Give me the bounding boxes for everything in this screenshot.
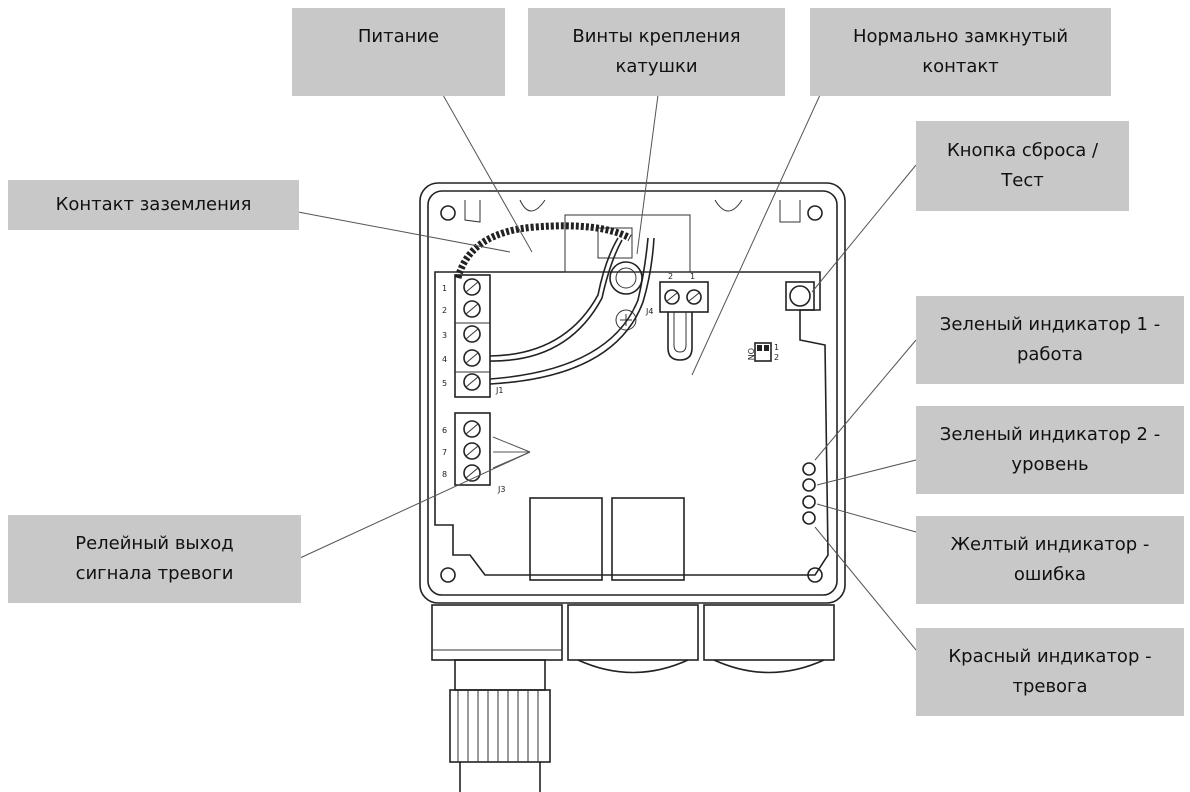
j1-pin-1: 1 — [442, 284, 447, 293]
j3-pin-7: 7 — [442, 448, 447, 457]
callout-red-led: Красный индикатор - тревога — [916, 628, 1184, 716]
j3-pin-8: 8 — [442, 470, 447, 479]
j4-screw-1 — [686, 289, 702, 305]
leader-red — [814, 526, 917, 651]
j1-screw-3 — [463, 325, 481, 343]
dip-switch: ON 1 2 — [746, 342, 779, 362]
cable-glands — [431, 604, 835, 792]
j1-pin-4: 4 — [442, 355, 447, 364]
circuit-board — [434, 214, 829, 576]
leader-yellow — [816, 503, 917, 533]
led-column — [802, 462, 816, 525]
callout-relay-alarm-output: Релейный выход сигнала тревоги — [8, 515, 301, 603]
led-green-1 — [802, 462, 816, 476]
terminal-block-j4: 2 1 J4 — [645, 272, 709, 361]
j3-screw-8 — [463, 464, 481, 482]
leader-reset — [811, 164, 917, 293]
j3-screw-6 — [463, 420, 481, 438]
leader-nc-contact — [691, 94, 821, 376]
led-green-2 — [802, 478, 816, 492]
j1-label: J1 — [495, 386, 503, 395]
j1-screw-5 — [463, 373, 481, 391]
j1-pin-3: 3 — [442, 331, 447, 340]
led-red — [802, 511, 816, 525]
reset-button-shape — [785, 281, 815, 311]
leader-coil-screws — [636, 94, 659, 255]
j4-label: J4 — [645, 307, 653, 316]
j4-pin-2: 2 — [668, 272, 673, 281]
led-yellow — [802, 495, 816, 509]
enclosure — [419, 182, 846, 604]
leader-lines — [297, 94, 917, 651]
dip-switch-pin-2: 2 — [774, 353, 779, 362]
terminal-block-j3: 6 7 8 J3 — [442, 412, 505, 494]
terminal-block-j1: 1 2 3 4 5 J1 — [442, 274, 503, 398]
j1-pin-5: 5 — [442, 379, 447, 388]
callout-power: Питание — [292, 8, 505, 96]
j4-pin-1: 1 — [690, 272, 695, 281]
j1-screw-2 — [463, 300, 481, 318]
j1-pin-2: 2 — [442, 306, 447, 315]
callout-nc-contact: Нормально замкнутый контакт — [810, 8, 1111, 96]
wires — [454, 222, 655, 385]
leader-green-2 — [816, 459, 917, 486]
j4-screw-2 — [664, 289, 680, 305]
j3-label: J3 — [497, 485, 505, 494]
j1-screw-4 — [463, 349, 481, 367]
leader-power — [442, 94, 533, 253]
callout-coil-screws: Винты крепления катушки — [528, 8, 785, 96]
j3-pin-6: 6 — [442, 426, 447, 435]
callout-green-led-1: Зеленый индикатор 1 - работа — [916, 296, 1184, 384]
dip-switch-pin-1: 1 — [774, 343, 779, 352]
callout-ground-contact: Контакт заземления — [8, 180, 299, 230]
callout-yellow-led: Желтый индикатор - ошибка — [916, 516, 1184, 604]
callout-green-led-2: Зеленый индикатор 2 - уровень — [916, 406, 1184, 494]
leader-ground — [297, 211, 511, 253]
leader-green-1 — [814, 339, 917, 461]
dip-switch-on: ON — [746, 348, 755, 360]
j3-screw-7 — [463, 442, 481, 460]
relays — [529, 497, 685, 581]
j1-screw-1 — [463, 278, 481, 296]
leader-relay — [299, 451, 531, 559]
callout-reset-test-button: Кнопка сброса / Тест — [916, 121, 1129, 211]
